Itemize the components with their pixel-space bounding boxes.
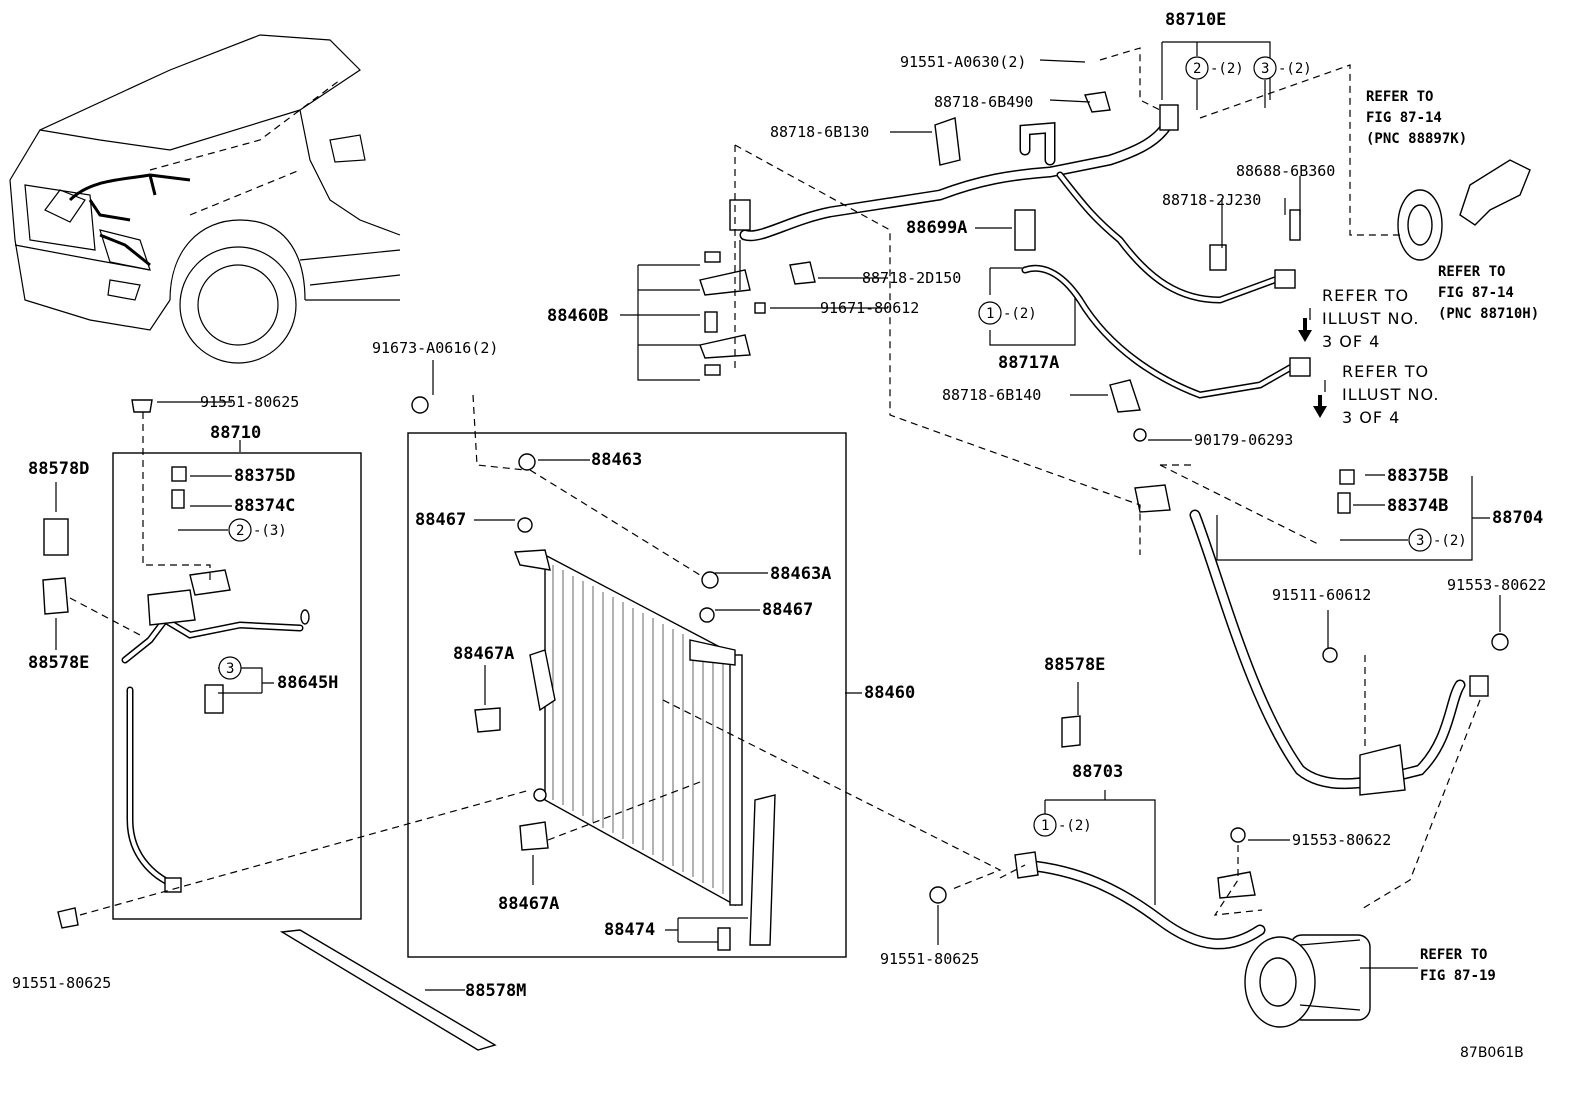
label-88463: 88463: [591, 450, 642, 470]
label-91673-a0616: 91673-A0616(2): [372, 339, 498, 357]
svg-text:(PNC 88710H): (PNC 88710H): [1438, 306, 1539, 322]
label-88375d: 88375D: [234, 466, 295, 486]
svg-text:1: 1: [986, 306, 994, 322]
label-88718-6b140: 88718-6B140: [942, 386, 1041, 404]
label-88467-mid: 88467: [762, 600, 813, 620]
svg-text:ILLUST NO.: ILLUST NO.: [1342, 385, 1439, 404]
label-91551-80625-top: 91551-80625: [200, 393, 299, 411]
label-88718-6b490: 88718-6B490: [934, 93, 1033, 111]
svg-text:2: 2: [236, 523, 244, 539]
suction-hose-assembly: [729, 91, 1311, 413]
cushion-88578e-left: [42, 577, 69, 615]
down-arrow-icon: [1298, 318, 1327, 418]
svg-text:3 OF 4: 3 OF 4: [1322, 332, 1380, 351]
label-88704: 88704: [1492, 508, 1543, 528]
label-88578d: 88578D: [28, 459, 89, 479]
label-88467-top: 88467: [415, 510, 466, 530]
label-88463a: 88463A: [770, 564, 831, 584]
label-88718-2j230: 88718-2J230: [1162, 191, 1261, 209]
svg-text:-(2): -(2): [1433, 533, 1467, 549]
label-91551-80625-bottom: 91551-80625: [880, 950, 979, 968]
label-91551-a0630: 91551-A0630(2): [900, 53, 1026, 71]
bolt-91551-80625-top-icon: [131, 399, 153, 413]
label-91511-60612: 91511-60612: [1272, 586, 1371, 604]
svg-text:REFER TO: REFER TO: [1438, 264, 1505, 280]
svg-text:3: 3: [226, 661, 234, 677]
svg-text:2: 2: [1193, 61, 1201, 77]
label-88578e-left: 88578E: [28, 653, 89, 673]
liquid-pipe-88710: [121, 466, 310, 893]
svg-text:3 OF 4: 3 OF 4: [1342, 408, 1400, 427]
label-88645h: 88645H: [277, 673, 338, 693]
svg-text:FIG 87-19: FIG 87-19: [1420, 968, 1496, 984]
condenser-seal-88578m: [279, 929, 497, 1051]
svg-text:-(3): -(3): [253, 523, 287, 539]
callout-circle-2-left: 2 -(3): [228, 518, 287, 542]
compressor: [1244, 934, 1371, 1028]
leader-lines: [55, 41, 1501, 991]
svg-text:-(2): -(2): [1210, 61, 1244, 77]
dashed-connection-lines: [69, 47, 1481, 916]
bolt-91673-icon: [411, 396, 429, 414]
discharge-hose-88704: [1133, 428, 1509, 796]
label-88718-6b130: 88718-6B130: [770, 123, 869, 141]
bracket-88460b: [699, 240, 766, 376]
cushion-88578d: [43, 518, 69, 556]
label-88460: 88460: [864, 683, 915, 703]
svg-text:FIG 87-14: FIG 87-14: [1438, 285, 1514, 301]
label-88699a: 88699A: [906, 218, 967, 238]
compressor-parts-top-right: [1397, 159, 1531, 261]
vehicle-illustration: [9, 34, 401, 364]
callout-circle-2-top: 2 -(2): [1185, 56, 1244, 80]
label-88710e: 88710E: [1165, 10, 1226, 30]
part-labels: 88710E 91551-A0630(2) 88718-6B490 88718-…: [12, 10, 1546, 1001]
label-88374c: 88374C: [234, 496, 295, 516]
label-91553-80622-mid: 91553-80622: [1292, 831, 1391, 849]
label-88578e-right: 88578E: [1044, 655, 1105, 675]
svg-text:REFER TO: REFER TO: [1322, 286, 1409, 305]
label-88703: 88703: [1072, 762, 1123, 782]
label-88474: 88474: [604, 920, 655, 940]
callout-circle-1-top: 1 -(2): [978, 301, 1037, 325]
svg-text:FIG 87-14: FIG 87-14: [1366, 110, 1442, 126]
condenser: [474, 453, 776, 951]
svg-text:(PNC 88897K): (PNC 88897K): [1366, 131, 1467, 147]
svg-text:1: 1: [1041, 818, 1049, 834]
label-91553-80622-right: 91553-80622: [1447, 576, 1546, 594]
label-88460b: 88460B: [547, 306, 608, 326]
svg-text:REFER TO: REFER TO: [1342, 362, 1429, 381]
diagram-code: 87B061B: [1460, 1045, 1524, 1061]
label-88718-2d150: 88718-2D150: [862, 269, 961, 287]
callout-circle-3-top: 3 -(2): [1253, 56, 1312, 80]
label-88467a-bottom: 88467A: [498, 894, 559, 914]
callout-circle-1-bottom: 1 -(2): [1033, 813, 1092, 837]
label-88467a-top: 88467A: [453, 644, 514, 664]
svg-text:3: 3: [1261, 61, 1269, 77]
condenser-box: [407, 432, 847, 958]
svg-text:-(2): -(2): [1058, 818, 1092, 834]
label-88375b: 88375B: [1387, 466, 1448, 486]
svg-text:-(2): -(2): [1278, 61, 1312, 77]
svg-text:ILLUST NO.: ILLUST NO.: [1322, 309, 1419, 328]
callout-circle-3-right: 3 -(2): [1408, 528, 1467, 552]
discharge-hose-88703: [929, 715, 1266, 950]
liquid-line-box: [112, 452, 362, 920]
reference-notes: REFER TO FIG 87-14 (PNC 88897K) REFER TO…: [1322, 89, 1539, 984]
label-88578m: 88578M: [465, 981, 526, 1001]
label-88688-6b360: 88688-6B360: [1236, 162, 1335, 180]
svg-text:-(2): -(2): [1003, 306, 1037, 322]
bolt-91551-80625-left-icon: [57, 907, 79, 929]
svg-text:REFER TO: REFER TO: [1366, 89, 1433, 105]
svg-text:REFER TO: REFER TO: [1420, 947, 1487, 963]
label-91551-80625-left: 91551-80625: [12, 974, 111, 992]
svg-text:3: 3: [1416, 533, 1424, 549]
label-90179-06293: 90179-06293: [1194, 431, 1293, 449]
label-88710: 88710: [210, 423, 261, 443]
label-88717a: 88717A: [998, 353, 1059, 373]
callout-circle-3-left: 3: [218, 656, 242, 680]
label-91671-80612: 91671-80612: [820, 299, 919, 317]
label-88374b: 88374B: [1387, 496, 1448, 516]
